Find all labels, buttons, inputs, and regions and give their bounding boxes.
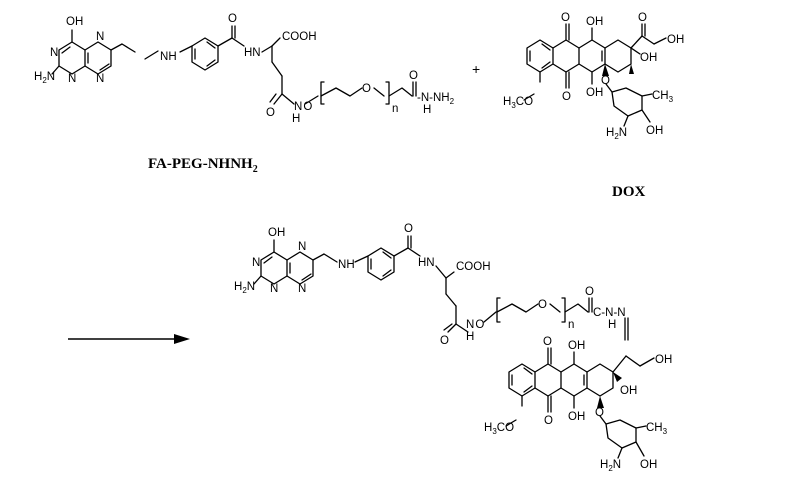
hydrazide-o-label: O <box>409 70 418 82</box>
repeat-n-label: n <box>392 103 398 115</box>
ring-n-label: N <box>68 73 76 85</box>
carbonyl-o-label: O <box>440 335 449 347</box>
n-o-label: NO <box>294 101 312 113</box>
carbonyl-o-label: O <box>404 223 413 235</box>
repeat-n-label: n <box>568 319 574 331</box>
amino-label: H2N <box>606 127 627 141</box>
hydrazone-o-label: O <box>585 286 594 298</box>
methoxy-label: H3CO <box>484 422 514 436</box>
sugar-oh-label: OH <box>640 459 657 471</box>
hydrazone-label: C-N-N <box>593 307 626 319</box>
quinone-o-label: O <box>543 336 552 348</box>
hydrazone-h-label: H <box>608 319 616 331</box>
amino-label: H2N <box>234 281 255 295</box>
fa-peg-hydrazide-structure: OH N N N N H2N NH O HN <box>34 13 455 125</box>
keto-o-label: O <box>638 12 647 24</box>
hydroxyl-label: OH <box>268 227 285 239</box>
plus-sign: + <box>472 61 480 77</box>
phenol-oh-label: OH <box>586 87 603 99</box>
chain-oh-label: OH <box>667 34 684 46</box>
phenol-oh-label: OH <box>568 340 585 352</box>
peg-repeat-unit <box>320 81 417 105</box>
phenol-oh-label: OH <box>568 411 585 423</box>
benzene-ring <box>179 25 245 71</box>
carbonyl-o-label: O <box>228 13 237 25</box>
ring-n-label: N <box>298 283 306 295</box>
sugar-oh-label: OH <box>646 125 663 137</box>
nh-label: NH <box>338 259 355 271</box>
peg-o-label: O <box>538 299 547 311</box>
amino-label: H2N <box>34 71 55 85</box>
glutamate-chain <box>261 37 319 105</box>
carbonyl-o-label: O <box>266 107 275 119</box>
product-structure <box>253 235 655 459</box>
n-h-label: H <box>292 113 300 125</box>
ring-n-label: N <box>252 257 260 269</box>
ring-oh-label: OH <box>620 385 637 397</box>
amino-label: H2N <box>600 459 621 473</box>
carboxylic-acid-label: COOH <box>282 31 317 43</box>
reaction-arrow-icon <box>68 334 190 344</box>
dox-caption: DOX <box>612 184 646 200</box>
chain-oh-label: OH <box>655 354 672 366</box>
hydrazide-label: -N-NH2 <box>417 92 455 106</box>
pteridine-ring <box>51 29 159 75</box>
ring-n-label: N <box>270 283 278 295</box>
ring-n-label: N <box>96 31 104 43</box>
n-h-label: H <box>466 331 474 343</box>
quinone-o-label: O <box>561 12 570 24</box>
amide-hn-label: HN <box>418 257 435 269</box>
glycosidic-o-label: O <box>601 75 610 87</box>
phenol-oh-label: OH <box>586 16 603 28</box>
fa-peg-caption: FA-PEG-NHNH2 <box>148 156 258 175</box>
quinone-o-label: O <box>562 91 571 103</box>
hydrazide-h-label: H <box>423 104 431 116</box>
dox-structure <box>523 23 667 127</box>
carboxylic-acid-label: COOH <box>456 261 491 273</box>
methyl-label: CH3 <box>652 90 674 104</box>
ring-n-label: N <box>96 73 104 85</box>
ring-n-label: N <box>298 241 306 253</box>
quinone-o-label: O <box>544 415 553 427</box>
ring-oh-label: OH <box>640 52 657 64</box>
hydroxyl-label: OH <box>66 16 83 28</box>
glycosidic-o-label: O <box>595 407 604 419</box>
methyl-label: CH3 <box>646 422 668 436</box>
ring-n-label: N <box>50 47 58 59</box>
peg-o-label: O <box>362 83 371 95</box>
n-o-label: NO <box>466 319 484 331</box>
methoxy-label: H3CO <box>503 96 533 110</box>
amide-hn-label: HN <box>244 47 261 59</box>
nh-label: NH <box>160 51 177 63</box>
